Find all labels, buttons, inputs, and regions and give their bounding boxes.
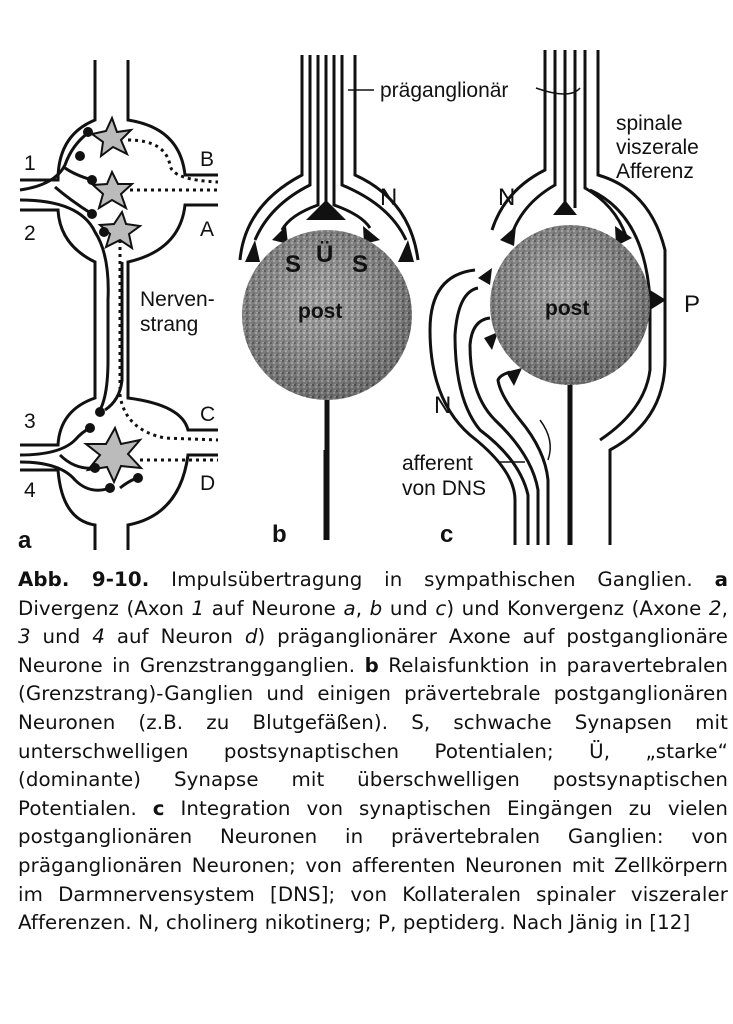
label-afferenz: Afferenz: [616, 160, 694, 183]
synapse-c-dns-1: [478, 268, 492, 285]
label-s-left: S: [285, 251, 301, 278]
caption-text: Integration von synaptischen Eingängen z…: [18, 796, 728, 935]
strong-synapse: [306, 200, 346, 220]
caption-text: und: [30, 625, 93, 649]
label-n-b: N: [380, 184, 397, 211]
caption-italic: 1: [191, 596, 205, 620]
neuron-label-d: D: [200, 472, 215, 495]
weak-synapse-right-inner: [363, 226, 380, 244]
label-praganglionar: präganglionär: [380, 79, 508, 102]
axon-label-3: 3: [24, 410, 36, 433]
neuron-label-c: C: [200, 403, 215, 426]
postganglionic-dotted-b: [127, 138, 219, 184]
caption-text: Impulsübertragung in sympathischen Gangl…: [149, 568, 715, 591]
label-post-b: post: [298, 300, 342, 323]
caption-text: Divergenz (Axon: [18, 596, 192, 620]
caption-text: Relaisfunktion in paravertebralen (Grenz…: [18, 653, 728, 820]
label-s-right: S: [352, 251, 368, 278]
label-n-c-bottom: N: [434, 392, 451, 419]
synapse-c-peptidergic: [650, 290, 666, 310]
weak-synapse-left-inner: [272, 226, 288, 244]
caption-italic: 4: [92, 625, 105, 649]
caption-text: auf Neuron: [104, 625, 245, 649]
neuron-star-a: [90, 169, 135, 211]
nerve-label-line1: Nerven-: [140, 288, 215, 311]
caption-italic: b: [369, 596, 383, 620]
neuron-label-a: A: [200, 218, 214, 241]
label-viszerale: viszerale: [616, 136, 699, 159]
caption-title: Abb. 9-10.: [18, 568, 150, 591]
synapse-c-top: [553, 200, 577, 215]
label-post-c: post: [545, 297, 589, 320]
synapse-c-dns-3: [506, 368, 522, 386]
neuron-label-b: B: [200, 148, 214, 171]
caption-italic: d: [244, 625, 258, 649]
weak-synapse-right-outer: [398, 240, 414, 262]
neuron-star-d: [83, 425, 144, 485]
nerve-outline-c: [428, 50, 667, 545]
panel-letter-b: b: [272, 521, 287, 548]
label-n-c-top: N: [498, 184, 515, 211]
caption-italic: 2: [708, 596, 722, 620]
dns-afferents: [453, 286, 550, 545]
label-p: P: [684, 291, 700, 318]
caption-text: ,: [721, 596, 728, 620]
caption-text: ) und Konvergenz (Axone: [446, 596, 709, 620]
axon-label-1: 1: [24, 152, 36, 175]
caption-part-b: b: [364, 653, 379, 677]
panel-letter-c: c: [440, 521, 453, 548]
caption-text: ,: [355, 596, 370, 620]
label-spinale: spinale: [616, 112, 683, 135]
label-von-dns: von DNS: [402, 477, 486, 500]
label-afferent: afferent: [402, 452, 473, 475]
preganglionic-axons-c: [508, 50, 652, 442]
figure-9-10: 1 2 3 4 B A C D Nerven- strang a prägang…: [18, 50, 700, 554]
preganglionic-axons-b: [253, 55, 408, 241]
axon-label-2: 2: [24, 222, 36, 245]
axon-2: [19, 198, 110, 411]
panel-letter-a: a: [18, 527, 32, 554]
caption-italic: 3: [18, 625, 31, 649]
caption-italic: a: [343, 596, 356, 620]
caption-text: ) präganglionärer Axone auf postganglion…: [18, 625, 728, 677]
figure-caption: Abb. 9-10. Impulsübertragung in sympathi…: [18, 566, 728, 938]
caption-part-a: a: [714, 568, 729, 591]
panel-c: spinale viszerale Afferenz N post P N af…: [402, 50, 700, 548]
ganglion-chain-outline: [20, 60, 218, 550]
synapse-c-dns-2: [484, 332, 498, 350]
panel-b: präganglionär N S Ü S post b: [238, 55, 508, 548]
panel-a: 1 2 3 4 B A C D Nerven- strang a: [18, 60, 219, 554]
weak-synapse-left-outer: [245, 240, 260, 262]
neuron-star-b: [89, 115, 134, 159]
postganglionic-dotted-c: [118, 240, 219, 442]
synapse-c-right-top: [615, 226, 632, 246]
caption-italic: c: [435, 596, 447, 620]
axon-label-4: 4: [24, 479, 36, 502]
label-u: Ü: [316, 241, 333, 268]
caption-part-c: c: [152, 796, 165, 820]
caption-text: auf Neurone: [204, 596, 344, 620]
nerve-label-line2: strang: [140, 313, 198, 336]
synapse-c-left-top: [500, 226, 516, 246]
caption-text: und: [382, 596, 436, 620]
